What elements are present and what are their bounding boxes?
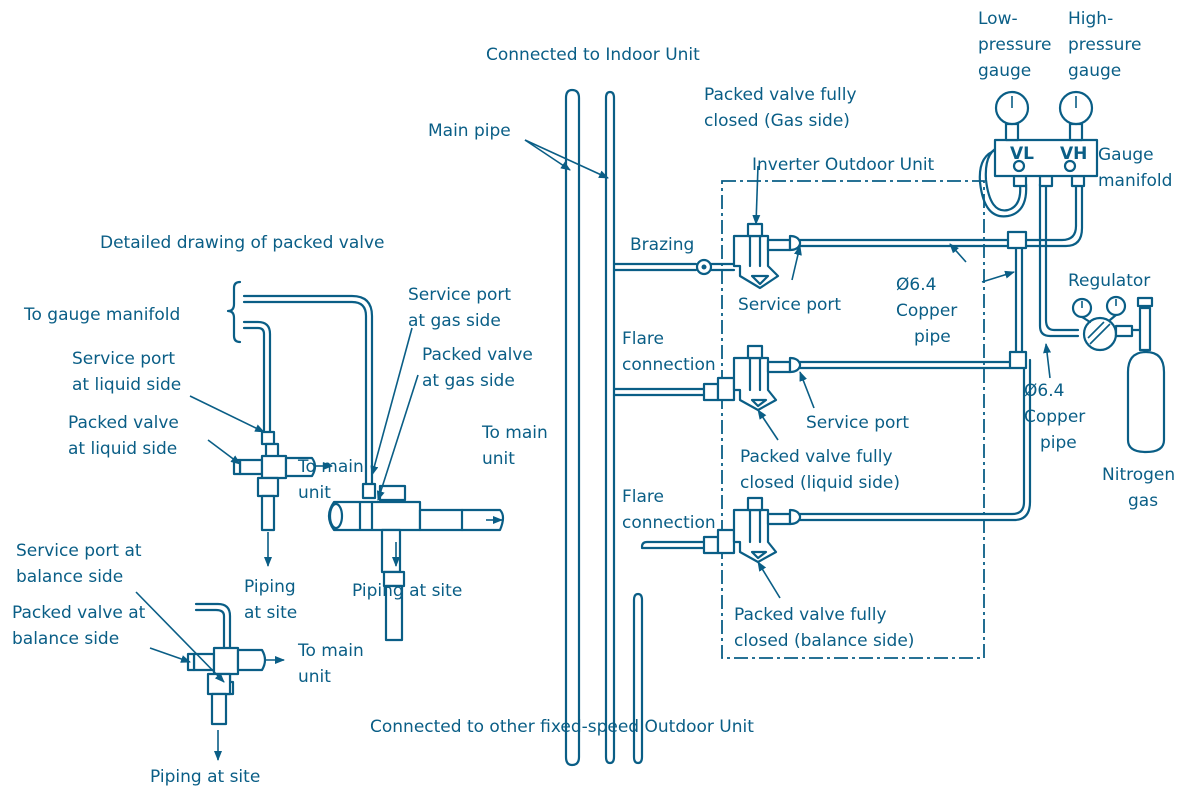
vh-label: VH (1060, 144, 1087, 164)
inverter-outdoor-unit-label: Inverter Outdoor Unit (752, 155, 935, 175)
packed-valve-balance-side-label: Packed valve at balance side (12, 603, 151, 649)
valve-balance (702, 496, 802, 564)
gauge-manifold-label: Gauge manifold (1098, 145, 1172, 191)
valve-gas (732, 222, 802, 290)
piping-at-site-balance-label: Piping at site (150, 767, 260, 787)
packed-valve-closed-gas-label: Packed valve fully closed (Gas side) (704, 85, 862, 131)
to-main-unit-liquid-label: To main unit (297, 457, 369, 503)
detail-title: Detailed drawing of packed valve (100, 233, 384, 253)
service-port-balance-side-label: Service port at balance side (16, 541, 147, 587)
detail-gas-valve (242, 294, 505, 642)
packed-valve-liquid-side-label: Packed valve at liquid side (68, 413, 184, 459)
brazing-label: Brazing (630, 235, 694, 255)
other-unit-label: Connected to other fixed-speed Outdoor U… (370, 717, 754, 737)
flare-connection-1-label: Flare connection (622, 329, 716, 375)
leader-arrows (135, 139, 1052, 761)
regulator-label: Regulator (1068, 271, 1150, 291)
service-port-1-label: Service port (738, 295, 841, 315)
copper-pipe-2-label: Ø6.4 Copper pipe (1024, 381, 1091, 453)
main-pipe-label: Main pipe (428, 121, 511, 141)
high-pressure-gauge-label: High- pressure gauge (1068, 9, 1147, 81)
flare-connection-2-label: Flare connection (622, 487, 716, 533)
piping-at-site-liquid-label: Piping at site (244, 577, 301, 623)
service-port-liquid-side-label: Service port at liquid side (72, 349, 181, 395)
regulator (1071, 295, 1154, 352)
indoor-unit-label: Connected to Indoor Unit (486, 45, 700, 65)
service-port-2-label: Service port (806, 413, 909, 433)
nitrogen-cylinder (1126, 350, 1166, 454)
to-main-unit-balance-label: To main unit (297, 641, 369, 687)
gauge-manifold: VL VH (978, 90, 1099, 338)
copper-piping (798, 230, 1032, 522)
to-main-unit-gas-label: To main unit (481, 423, 553, 469)
nitrogen-gas-label: Nitrogen gas (1102, 465, 1181, 511)
branch-pipes (612, 258, 736, 550)
to-gauge-manifold-label: To gauge manifold (23, 305, 180, 325)
copper-pipe-1-label: Ø6.4 Copper pipe (896, 275, 963, 347)
service-port-gas-side-label: Service port at gas side (408, 285, 517, 331)
packed-valve-closed-liquid-label: Packed valve fully closed (liquid side) (740, 447, 900, 493)
inverter-unit-box (721, 180, 985, 659)
packed-valve-closed-balance-label: Packed valve fully closed (balance side) (734, 605, 914, 651)
vl-label: VL (1010, 144, 1034, 164)
piping-at-site-gas-label: Piping at site (352, 581, 462, 601)
valve-liquid (702, 344, 802, 412)
low-pressure-gauge-label: Low- pressure gauge (978, 9, 1057, 81)
main-pipes (564, 88, 644, 767)
packed-valve-gas-side-label: Packed valve at gas side (422, 345, 538, 391)
gauge-bracket (226, 280, 242, 344)
detail-liquid-valve (232, 320, 317, 532)
